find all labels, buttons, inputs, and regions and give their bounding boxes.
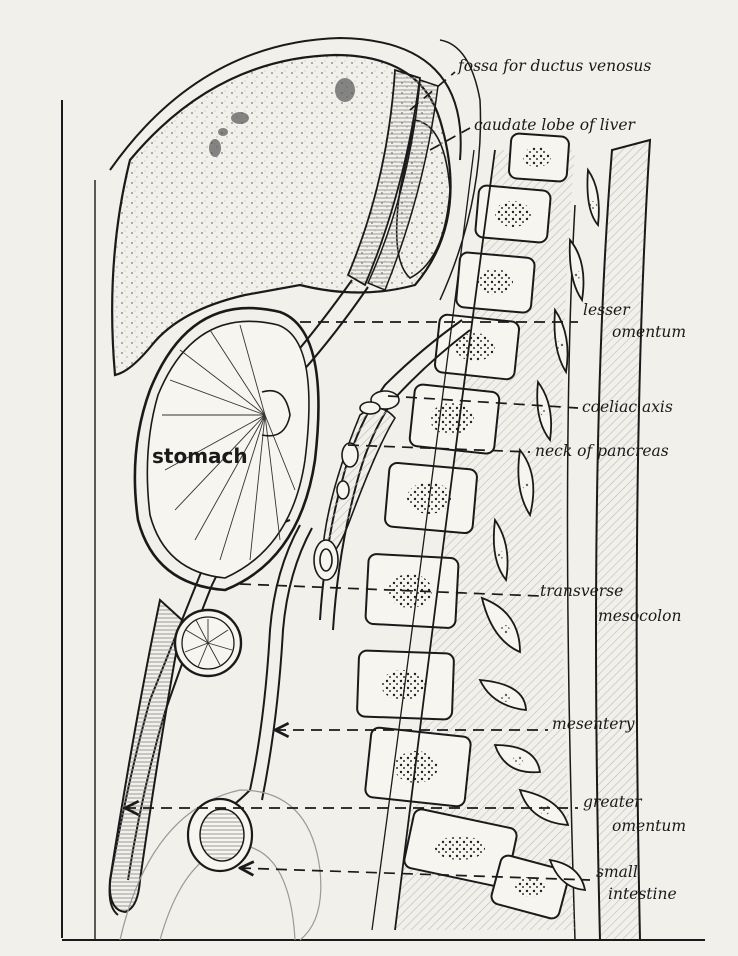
greater-omentum (110, 600, 182, 912)
label-greater: greater (583, 794, 642, 810)
label-fossa-for-ductus-venosus: fossa for ductus venosus (458, 58, 651, 74)
label-transverse: transverse (540, 583, 623, 599)
label-coeliac-axis: coeliac axis (582, 399, 673, 415)
label-stomach: stomach (152, 446, 248, 467)
label-small: small (596, 864, 638, 880)
transverse-colon (175, 610, 241, 676)
label-omentum-greater: omentum (612, 818, 686, 834)
label-lesser: lesser (583, 302, 630, 318)
label-omentum-lesser: omentum (612, 324, 686, 340)
label-mesocolon: mesocolon (598, 608, 681, 624)
label-caudate-lobe-of-liver: caudate lobe of liver (474, 117, 635, 133)
label-neck-of-pancreas: neck of pancreas (535, 443, 669, 459)
liver (110, 38, 481, 375)
pancreas-vessels (314, 391, 399, 580)
label-intestine: intestine (608, 886, 677, 902)
label-mesentery: mesentery (552, 716, 635, 732)
